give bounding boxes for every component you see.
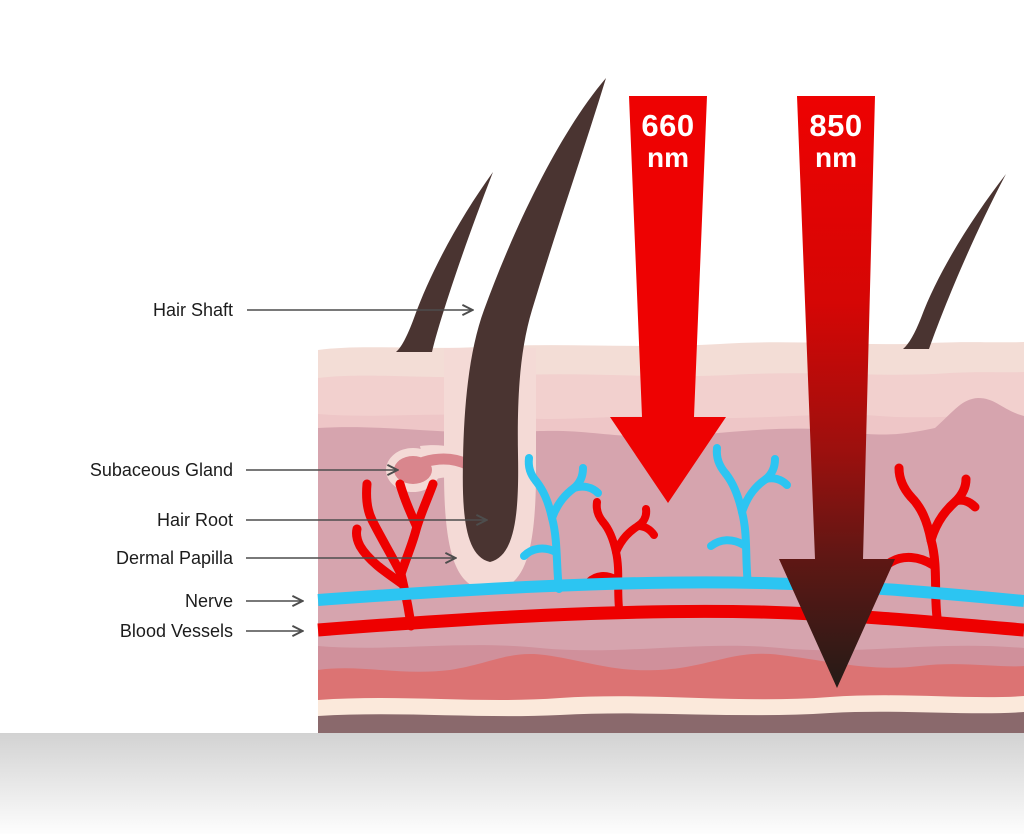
label-hair-root: Hair Root — [156, 510, 233, 530]
blood-vessel-line — [317, 604, 1024, 637]
label-dermal-papilla: Dermal Papilla — [115, 548, 233, 568]
nerve-ending-right — [707, 444, 791, 588]
wavelength-850-unit: nm — [815, 142, 857, 173]
hair-shaft-left — [396, 172, 493, 352]
label-sebaceous-gland: Subaceous Gland — [89, 460, 233, 480]
wavelength-660-value: 660 — [641, 108, 695, 143]
layer-muscle — [318, 711, 1024, 733]
light-arrow-660 — [610, 96, 726, 503]
label-hair-shaft: Hair Shaft — [152, 300, 233, 320]
nerve-line — [317, 576, 1024, 607]
wavelength-850-value: 850 — [809, 108, 863, 143]
hair-shaft-right — [903, 174, 1006, 349]
label-nerve: Nerve — [184, 591, 233, 611]
nerve-ending-left — [520, 454, 602, 593]
wavelength-660-unit: nm — [647, 142, 689, 173]
hair-shaft-main — [462, 78, 606, 562]
label-blood-vessels: Blood Vessels — [119, 621, 233, 641]
ground-shadow — [0, 733, 1024, 834]
light-arrow-850 — [779, 96, 895, 688]
pointer-lines — [246, 310, 486, 631]
wavelength-label-660: 660 nm — [629, 108, 707, 173]
wavelength-label-850: 850 nm — [797, 108, 875, 173]
